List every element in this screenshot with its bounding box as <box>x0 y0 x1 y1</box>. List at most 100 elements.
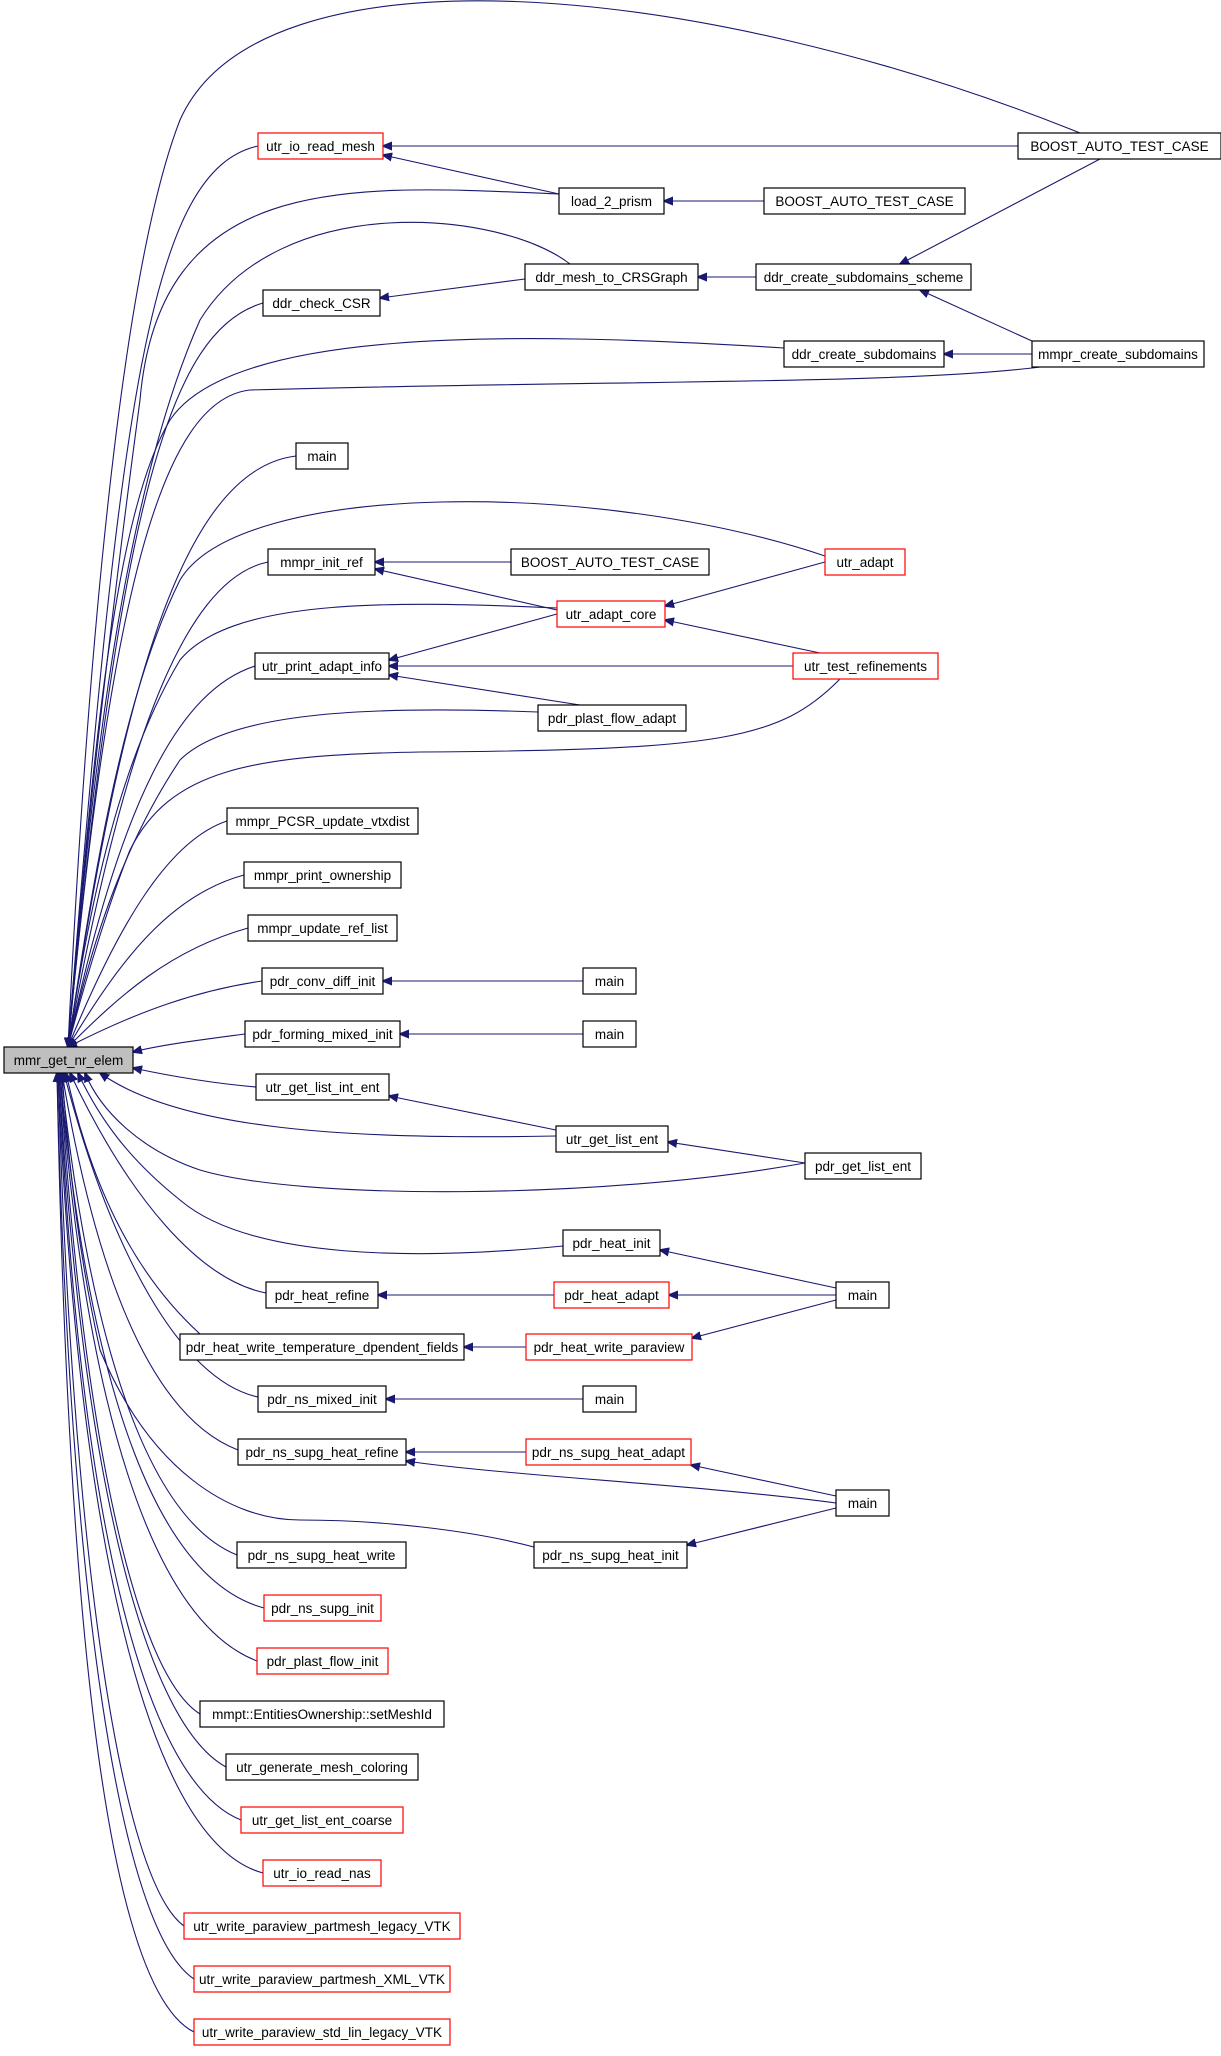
graph-node-n30[interactable]: pdr_heat_refine <box>265 1281 379 1309</box>
node-box[interactable] <box>256 1647 389 1675</box>
graph-node-n47[interactable]: utr_write_paraview_partmesh_legacy_VTK <box>183 1912 461 1940</box>
node-box[interactable] <box>265 1281 379 1309</box>
node-box[interactable] <box>3 1046 134 1074</box>
node-box[interactable] <box>510 548 710 576</box>
graph-node-n5[interactable]: ddr_check_CSR <box>262 289 381 317</box>
graph-node-n39[interactable]: pdr_ns_supg_heat_write <box>236 1541 407 1569</box>
node-box[interactable] <box>225 1753 419 1781</box>
graph-node-n48[interactable]: utr_write_paraview_partmesh_XML_VTK <box>193 1965 451 1993</box>
graph-node-n10[interactable]: main <box>295 442 349 470</box>
node-box[interactable] <box>582 1020 637 1048</box>
graph-node-n36[interactable]: pdr_ns_supg_heat_refine <box>237 1438 407 1466</box>
graph-node-n29[interactable]: main <box>835 1281 890 1309</box>
graph-node-n35[interactable]: main <box>582 1385 637 1413</box>
node-box[interactable] <box>755 263 972 291</box>
graph-node-n23[interactable]: pdr_forming_mixed_init <box>244 1020 401 1048</box>
node-box[interactable] <box>247 914 398 942</box>
node-box[interactable] <box>295 442 349 470</box>
node-box[interactable] <box>257 1385 387 1413</box>
node-box[interactable] <box>263 1594 382 1622</box>
graph-node-n27[interactable]: pdr_get_list_ent <box>804 1152 922 1180</box>
graph-node-n15[interactable]: utr_print_adapt_info <box>254 652 390 680</box>
graph-node-n37[interactable]: pdr_ns_supg_heat_adapt <box>525 1438 692 1466</box>
graph-node-n17[interactable]: pdr_plast_flow_adapt <box>537 704 687 732</box>
node-box[interactable] <box>553 1281 670 1309</box>
node-box[interactable] <box>562 1229 661 1257</box>
graph-node-n24[interactable]: main <box>582 1020 637 1048</box>
node-box[interactable] <box>835 1489 890 1517</box>
node-box[interactable] <box>179 1333 465 1361</box>
graph-node-n18[interactable]: mmpr_PCSR_update_vtxdist <box>226 807 419 835</box>
graph-node-n40[interactable]: pdr_ns_supg_heat_init <box>533 1541 688 1569</box>
graph-node-n34[interactable]: pdr_ns_mixed_init <box>257 1385 387 1413</box>
graph-node-n19[interactable]: mmpr_print_ownership <box>243 861 402 889</box>
node-box[interactable] <box>243 861 402 889</box>
graph-node-n9[interactable]: mmpr_create_subdomains <box>1031 340 1205 368</box>
graph-node-n46[interactable]: utr_io_read_nas <box>262 1859 382 1887</box>
graph-node-n13[interactable]: utr_adapt <box>824 548 906 576</box>
graph-node-n25[interactable]: utr_get_list_int_ent <box>255 1073 390 1101</box>
node-box[interactable] <box>558 187 665 215</box>
node-box[interactable] <box>537 704 687 732</box>
node-box[interactable] <box>262 289 381 317</box>
node-box[interactable] <box>193 1965 451 1993</box>
graph-node-n20[interactable]: mmpr_update_ref_list <box>247 914 398 942</box>
node-box[interactable] <box>824 548 906 576</box>
node-box[interactable] <box>236 1541 407 1569</box>
graph-node-n26[interactable]: utr_get_list_ent <box>555 1125 669 1153</box>
graph-node-n16[interactable]: utr_test_refinements <box>792 652 939 680</box>
graph-node-n41[interactable]: pdr_ns_supg_init <box>263 1594 382 1622</box>
node-box[interactable] <box>267 548 376 576</box>
node-box[interactable] <box>193 2018 451 2046</box>
node-box[interactable] <box>261 967 384 995</box>
graph-node-n33[interactable]: pdr_heat_write_paraview <box>525 1333 693 1361</box>
node-box[interactable] <box>525 1438 692 1466</box>
graph-node-n4[interactable]: BOOST_AUTO_TEST_CASE <box>763 187 966 215</box>
graph-node-n3[interactable]: load_2_prism <box>558 187 665 215</box>
graph-node-n32[interactable]: pdr_heat_write_temperature_dpendent_fiel… <box>179 1333 465 1361</box>
graph-node-n28[interactable]: pdr_heat_init <box>562 1229 661 1257</box>
graph-node-n31[interactable]: pdr_heat_adapt <box>553 1281 670 1309</box>
node-box[interactable] <box>257 132 384 160</box>
node-box[interactable] <box>835 1281 890 1309</box>
node-box[interactable] <box>244 1020 401 1048</box>
node-box[interactable] <box>237 1438 407 1466</box>
node-box[interactable] <box>533 1541 688 1569</box>
graph-node-n11[interactable]: mmpr_init_ref <box>267 548 376 576</box>
node-box[interactable] <box>262 1859 382 1887</box>
node-box[interactable] <box>582 967 637 995</box>
graph-node-root[interactable]: mmr_get_nr_elem <box>3 1046 134 1074</box>
node-box[interactable] <box>199 1700 445 1728</box>
graph-node-n45[interactable]: utr_get_list_ent_coarse <box>240 1806 404 1834</box>
graph-node-n2[interactable]: BOOST_AUTO_TEST_CASE <box>1017 132 1221 160</box>
node-box[interactable] <box>556 600 666 628</box>
graph-node-n12[interactable]: BOOST_AUTO_TEST_CASE <box>510 548 710 576</box>
graph-node-n1[interactable]: utr_io_read_mesh <box>257 132 384 160</box>
graph-node-n22[interactable]: main <box>582 967 637 995</box>
node-box[interactable] <box>792 652 939 680</box>
graph-node-n43[interactable]: mmpt::EntitiesOwnership::setMeshId <box>199 1700 445 1728</box>
node-box[interactable] <box>524 263 699 291</box>
graph-node-n38[interactable]: main <box>835 1489 890 1517</box>
graph-node-n44[interactable]: utr_generate_mesh_coloring <box>225 1753 419 1781</box>
graph-node-n8[interactable]: ddr_create_subdomains <box>783 340 945 368</box>
graph-node-n21[interactable]: pdr_conv_diff_init <box>261 967 384 995</box>
node-box[interactable] <box>1017 132 1221 160</box>
node-box[interactable] <box>763 187 966 215</box>
node-box[interactable] <box>255 1073 390 1101</box>
node-box[interactable] <box>804 1152 922 1180</box>
node-box[interactable] <box>783 340 945 368</box>
graph-node-n49[interactable]: utr_write_paraview_std_lin_legacy_VTK <box>193 2018 451 2046</box>
node-box[interactable] <box>582 1385 637 1413</box>
node-box[interactable] <box>226 807 419 835</box>
node-box[interactable] <box>254 652 390 680</box>
node-box[interactable] <box>183 1912 461 1940</box>
node-box[interactable] <box>1031 340 1205 368</box>
graph-node-n6[interactable]: ddr_mesh_to_CRSGraph <box>524 263 699 291</box>
graph-node-n14[interactable]: utr_adapt_core <box>556 600 666 628</box>
graph-node-n7[interactable]: ddr_create_subdomains_scheme <box>755 263 972 291</box>
node-box[interactable] <box>525 1333 693 1361</box>
graph-node-n42[interactable]: pdr_plast_flow_init <box>256 1647 389 1675</box>
node-box[interactable] <box>555 1125 669 1153</box>
node-box[interactable] <box>240 1806 404 1834</box>
